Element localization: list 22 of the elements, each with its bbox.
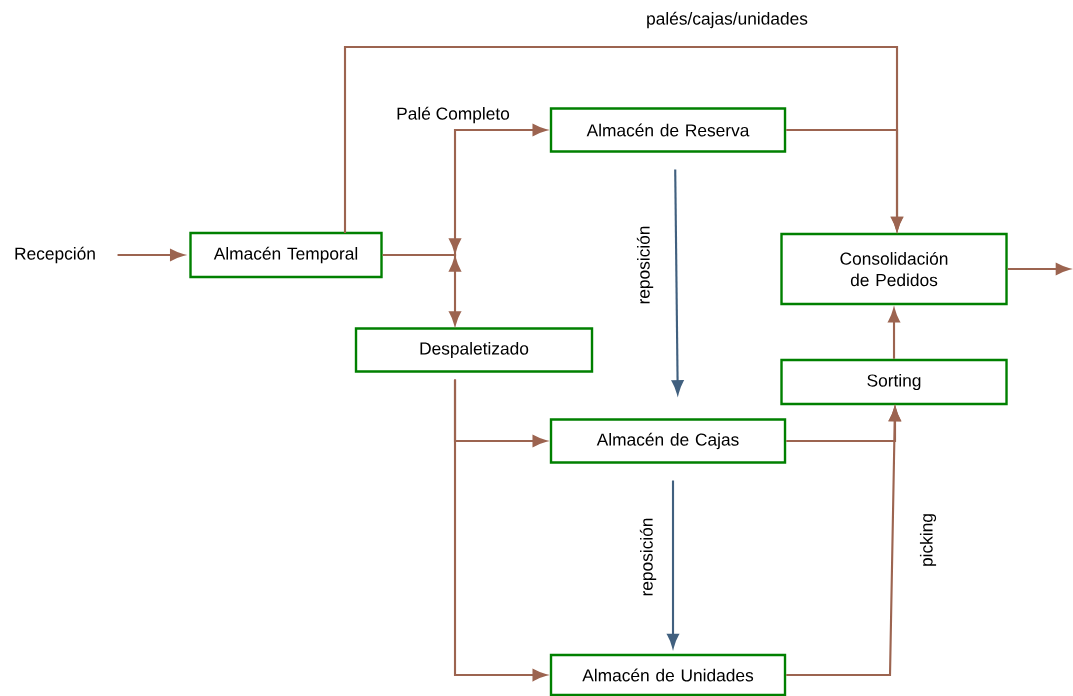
arrow — [888, 308, 900, 359]
process-box: Almacén de Unidades — [549, 653, 787, 696]
process-box: Sorting — [780, 358, 1008, 406]
edge-label: Palé Completo — [394, 105, 512, 125]
process-box: Almacén Temporal — [189, 231, 383, 279]
arrow — [1007, 263, 1070, 275]
process-box: Despaletizado — [354, 327, 594, 373]
arrow — [786, 407, 901, 677]
arrow — [667, 480, 679, 648]
arrow — [786, 128, 903, 231]
process-box: Almacén de Reserva — [549, 107, 787, 153]
edge-label: picking — [918, 511, 938, 569]
edge-label: palés/cajas/unidades — [644, 10, 810, 30]
arrow — [671, 169, 684, 395]
arrow — [382, 238, 461, 326]
bare-label: Recepción — [15, 246, 95, 264]
arrow — [117, 249, 185, 261]
process-box: Consolidación de Pedidos — [780, 232, 1008, 306]
process-box: Almacén de Cajas — [549, 418, 787, 464]
arrow — [453, 379, 547, 681]
edge-label: reposición — [635, 224, 655, 306]
edge-label: reposición — [638, 516, 658, 598]
